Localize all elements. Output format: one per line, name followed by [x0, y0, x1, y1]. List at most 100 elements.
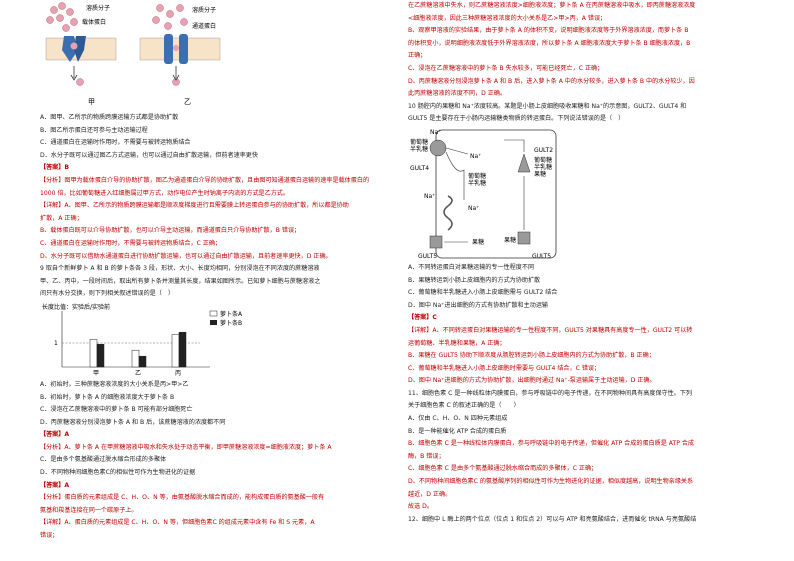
q9-option: B．初始时，萝卜条 A 的细胞液浓度大于萝卜条 B [40, 393, 175, 401]
cell-outline [435, 129, 557, 259]
legend-swatch-a [209, 310, 218, 317]
detail-line: B、果糖在 GULT5 协助下顺浓度从肠腔转运到小肠上皮细胞内的方式为协助扩散，… [408, 352, 655, 360]
option-a: A．图甲、乙所示的物质跨膜运输方式都是协助扩散 [40, 114, 179, 121]
y-tick-label: 1 [54, 340, 58, 347]
detail-line: 错误； [40, 532, 59, 540]
detail-line: 的体积变小，说明细胞液浓度低于外界溶液浓度，所以萝卜条 A 细胞液浓度大于萝卜条… [408, 39, 691, 47]
detail-line: D、不同物种间细胞色素C 的氨基酸序列的相似性可作为生物进化的证据，相似度越高，… [408, 478, 694, 486]
q11-option: B．是一种能催化 ATP 合成的蛋白质 [408, 427, 507, 435]
detail-line: 【详解】A、蛋白质的元素组成是 C、H、O、N 等，但细胞色素C 的组成元素中含… [40, 519, 315, 527]
detail-line: C、葡萄糖和半乳糖进入小肠上皮细胞时需要与 GULT4 结合，C 错误； [408, 364, 601, 372]
detail-line: 酶，B 错误； [408, 452, 445, 460]
legend-swatch-b [210, 319, 217, 325]
intestine-cell-diagram: Na⁺ 葡萄糖半乳糖 GULT4 Na⁺ 葡萄糖半乳糖 Na⁺ Na⁺ GULT… [410, 129, 557, 260]
intestine-cell-figure: Na⁺ 葡萄糖半乳糖 GULT4 Na⁺ 葡萄糖半乳糖 Na⁺ Na⁺ GULT… [408, 126, 760, 262]
q11-option: A．仅由 C、H、O、N 四种元素组成 [408, 415, 508, 423]
legend: 萝卜条A 萝卜条B [209, 310, 243, 327]
detail-line: B、观察甲溶液的实验结果，由于萝卜条 A 的体积不变，说明细胞液浓度等于外界溶液… [408, 27, 689, 35]
right-column: 在乙蔗糖溶液中失水，则乙蔗糖溶液浓度>细胞液浓度；萝卜条 A 在丙蔗糖溶液中吸水… [408, 0, 760, 561]
q11-stem: 11、细胞色素 C 是一种线粒体内膜蛋白，参与呼吸链中的电子传递，在不同物种间具… [408, 389, 693, 397]
bar-chart: 长度比值：实验后/实验前 1 甲 乙 丙 萝卜条A 萝卜条B [40, 301, 380, 379]
transport-diagram: 溶质分子 载体蛋白 甲 溶质分子 通道蛋白 [45, 2, 221, 106]
answer-label: 【答案】B [40, 164, 70, 172]
arrow-glut4-na [445, 147, 469, 155]
bar-乙-b [138, 355, 147, 368]
glut2-transporter [517, 153, 531, 173]
q11-stem: 关于细胞色素 C 的叙述正确的是（ ） [408, 402, 520, 410]
na-pump-squiggle [443, 195, 453, 231]
lumen-sugar-label: 葡萄糖半乳糖 [410, 138, 428, 153]
detail-line: <细胞液浓度，因此三种蔗糖溶液浓度的大小关系是乙>甲>丙，A 错误； [408, 14, 607, 22]
solute-molecules-right [152, 4, 188, 86]
option-line: C．是由多个氨基酸通过脱水缩合形成的多聚体 [40, 456, 167, 464]
q8-options: A．图甲、乙所示的物质跨膜运输方式都是协助扩散 B．图乙所示蛋白还可参与主动运输… [40, 112, 380, 162]
q10-option: A．不同转运蛋白对果糖运输的专一性程度不同 [408, 263, 535, 271]
panel-label-a: 甲 [88, 98, 95, 106]
q10-stem: 10 肠腔内的果糖和 Na⁺浓度较高。某题是小肠上皮细胞吸收果糖和 Na⁺的示意… [408, 102, 687, 110]
option-c: C．通道蛋白在运输时作用时，不需要与被转运物质结合 [40, 139, 191, 147]
arrow-glut2-out [504, 139, 525, 152]
detail-line: C、细胞色素 C 是由多个氨基酸通过脱水缩合而成的多聚体，C 正确； [408, 465, 598, 473]
detail-line: D、图中 Na⁺进细胞的方式为协助扩散，出细胞时通过 Na⁺-泵运输属于主动运输… [408, 377, 656, 385]
option-b: B．图乙所示蛋白还可参与主动运输过程 [40, 126, 148, 134]
legend-label-b: 萝卜条B [220, 319, 242, 327]
transport-figure: 溶质分子 载体蛋白 甲 溶质分子 通道蛋白 [40, 0, 380, 112]
q9-option: C．浸泡在乙蔗糖溶液中的萝卜条 B 可能有部分细胞死亡 [40, 406, 193, 414]
glut4-label: GULT4 [410, 165, 429, 172]
q10-option: B．果糖转运到小肠上皮细胞内的方式为协助扩散 [408, 276, 541, 284]
category-label: 丙 [175, 370, 181, 377]
solute-label-2: 溶质分子 [192, 6, 216, 14]
left-column: 溶质分子 载体蛋白 甲 溶质分子 通道蛋白 [40, 0, 380, 561]
analysis-line: 【分析】蛋白质的元素组成是 C、H、O、N 等，由氨基酸脱水缩合而成的，能构成蛋… [40, 494, 325, 502]
bars [89, 331, 187, 368]
membrane-right [139, 34, 221, 64]
glut4-transporter [429, 139, 447, 157]
q10-option: C．葡萄糖和半乳糖进入小肠上皮细胞需与 GULT2 结合 [408, 289, 558, 297]
solute-molecules-left [46, 2, 84, 86]
answer-label: 【答案】A [40, 431, 70, 439]
analysis-line: 1000 倍，比如葡萄糖进入红细胞属过甲方式，动作电位产生时钠离子内流的方式是乙… [40, 189, 290, 197]
glut2-label: GULT2 [534, 147, 553, 154]
q12-stem: 12、细胞中 L 酶上的两个位点（位点 1 和位点 2）可以与 ATP 和亮氨酸… [408, 515, 697, 523]
detail-line: 正确； [408, 52, 427, 60]
panel-label-b: 乙 [184, 98, 191, 106]
category-label: 甲 [93, 370, 99, 377]
detail-line: B、载体蛋白既可以介导协助扩散，也可以介导主动运输，而通道蛋白只介导协助扩散，B… [40, 227, 301, 235]
answer-label: 【答案】A [40, 481, 70, 489]
answer-line: 故选 D。 [408, 503, 433, 511]
option-line: D．不同物种间细胞色素C的相似性可作为生物进化的证据 [40, 469, 196, 477]
membrane-left [45, 36, 117, 62]
mid-sugar-label: 葡萄糖半乳糖 [468, 172, 486, 187]
detail-line: C、通道蛋白在运输时作用时，不需要与被转运物质结合，C 正确； [40, 239, 222, 247]
na-label-3: Na⁺ [424, 193, 435, 200]
bar-乙-a [131, 349, 140, 368]
analysis-line: 氨基和羧基连接在同一个碳原子上。 [40, 506, 138, 514]
q9-option: A．初始时，三种蔗糖溶液浓度的大小关系是丙>甲>乙 [40, 380, 189, 388]
q9-stem: 间只有水分交换，则下列相关叙述错误的是（ ） [40, 290, 175, 298]
chart-ylabel: 长度比值：实验后/实验前 [42, 303, 110, 311]
option-d: D．水分子既可以通过图乙方式运输，也可以通过自由扩散运输，但前者速率更快 [40, 151, 258, 159]
detail-line: C、浸泡在乙蔗糖溶液中的萝卜条 B 失水较多，可能已经死亡，C 正确； [408, 64, 604, 72]
bar-丙-a [171, 334, 180, 368]
fructose-label: 果糖 [472, 238, 484, 246]
carrier-label: 载体蛋白 [82, 18, 106, 26]
glut5-transporter-right [517, 231, 531, 245]
analysis-line: 【分析】A、萝卜条 A 在甲蔗糖溶液中吸水和失水处于动态平衡，即甲蔗糖溶液浓度=… [40, 443, 332, 451]
category-label: 乙 [135, 370, 141, 377]
na-label-2: Na⁺ [470, 153, 481, 160]
bar-甲-a [89, 339, 98, 368]
detail-line: 【详解】A、图甲、乙所示的物质跨膜运输都是顺浓度梯度进行且需要膜上转运蛋白参与的… [40, 202, 349, 210]
detail-line: 此丙蔗糖溶液的浓度不同，D 正确。 [408, 90, 507, 98]
glut2-sugar-label: 葡萄糖半乳糖果糖 [534, 156, 552, 178]
glut5-transporter [429, 235, 443, 249]
detail-line: 【详解】A、不同转运蛋白对果糖运输的专一性程度不同，GULT5 对果糖具有高度专… [408, 326, 693, 334]
q9-stem: 9 取自个新鲜萝卜 A 和 B 的萝卜条各 3 段，形状、大小、长度均相同，分别… [40, 265, 320, 273]
solute-label-1: 溶质分子 [86, 4, 110, 12]
glut5-label-right: GULT5 [532, 253, 551, 260]
detail-line: B、细胞色素 C 是一种线粒体内膜蛋白，参与呼吸链中的电子传递，但催化 ATP … [408, 440, 694, 448]
q10-option: D．图中 Na⁺进出细胞的方式有协助扩散和主动运输 [408, 301, 549, 309]
bar-甲-b [96, 343, 105, 368]
detail-line: 扩散，A 正确； [40, 214, 83, 222]
na-label-4: Na⁺ [468, 205, 479, 212]
q9-option: D．丙蔗糖溶液分别浸泡萝卜条 A 和 B 后，该蔗糖溶液的浓度都不同 [40, 418, 226, 426]
